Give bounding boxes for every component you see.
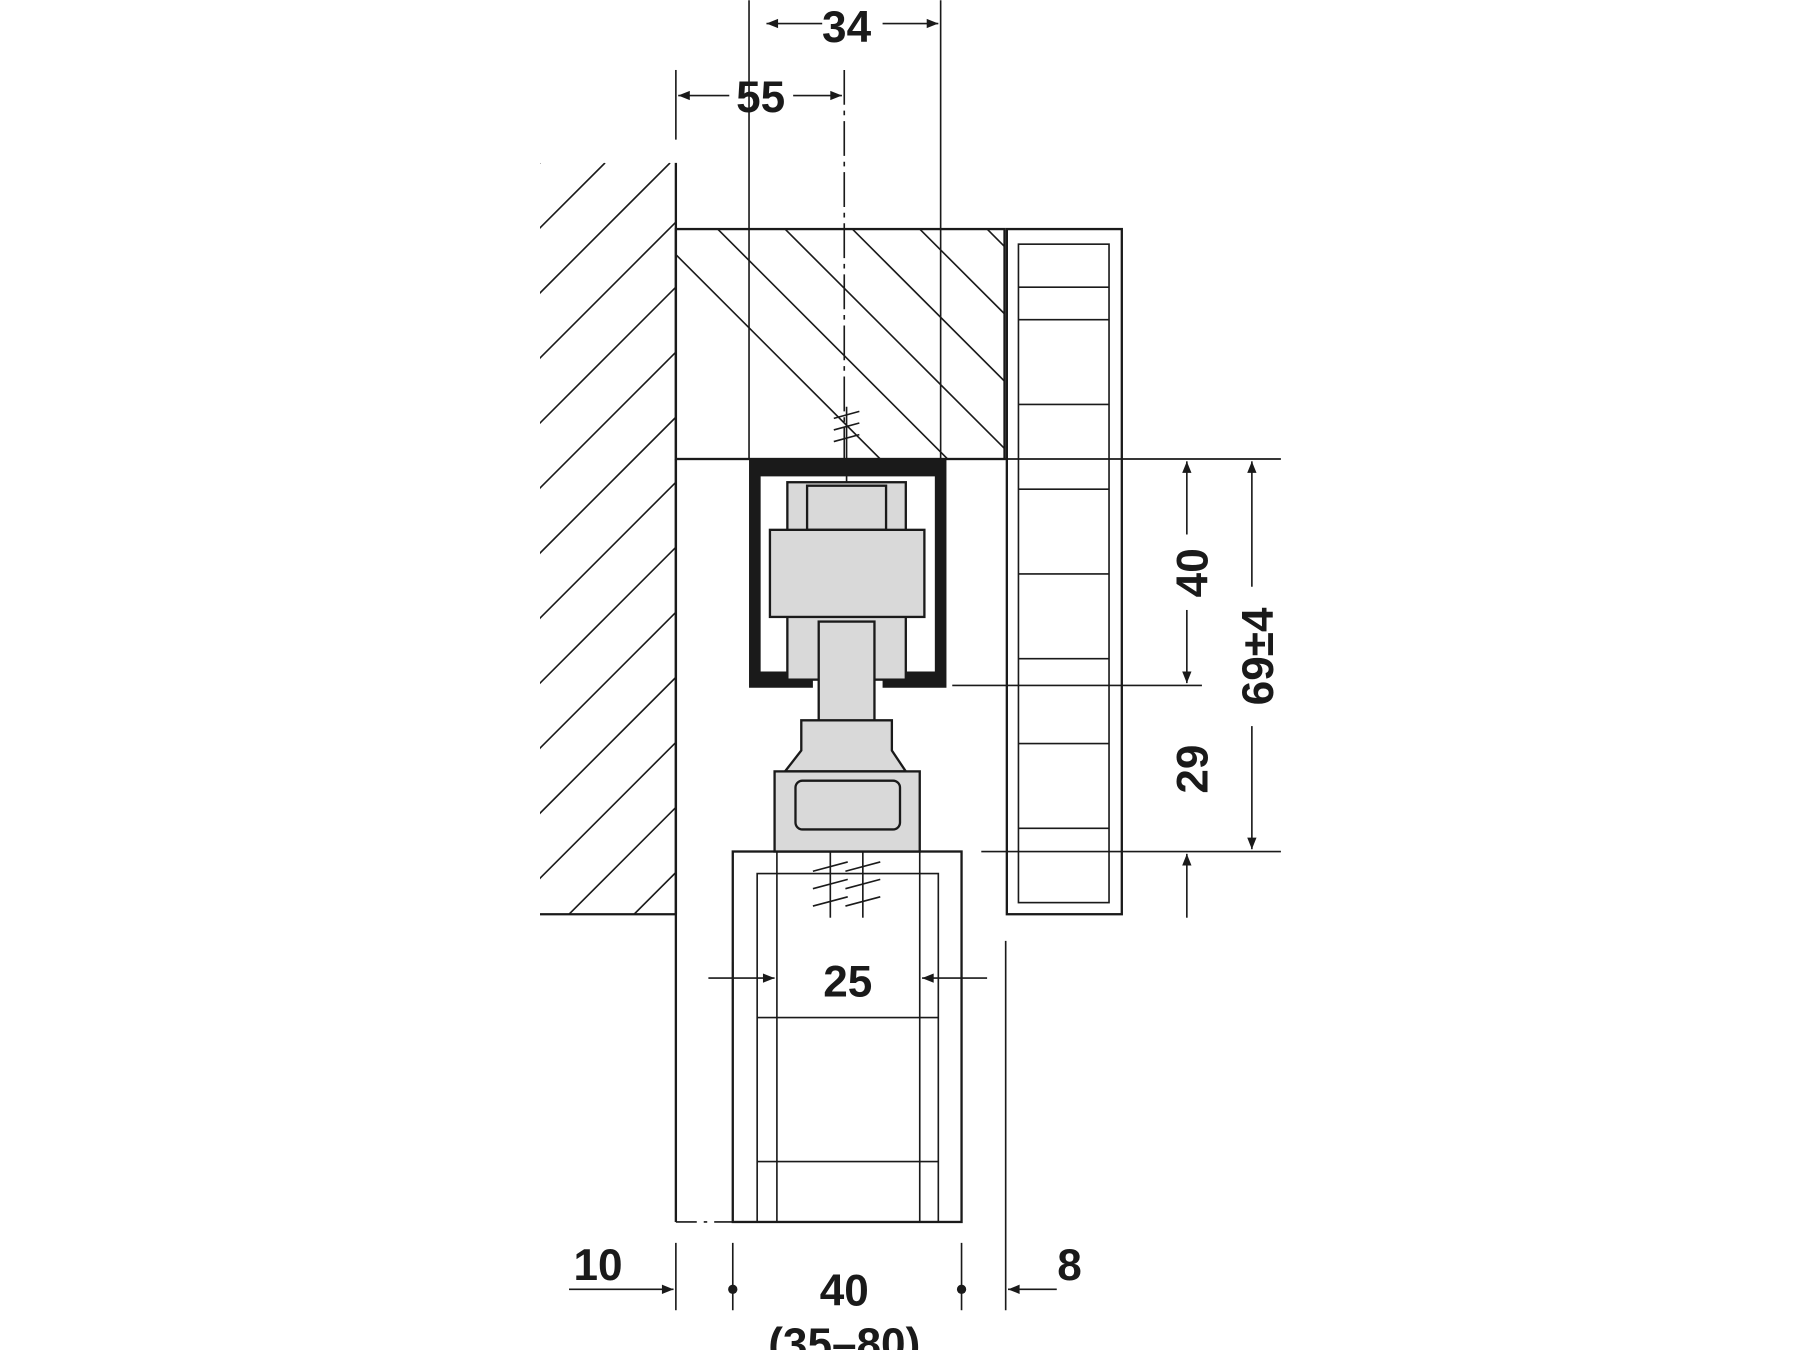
- hatch-line: [851, 229, 1005, 383]
- hatch-line: [1284, 163, 1800, 914]
- dimension-lines: [569, 0, 1281, 1311]
- dim-29: 29: [1169, 745, 1218, 794]
- hatch-line: [1349, 163, 1800, 914]
- roller-carriage: [768, 406, 926, 918]
- hatch-line: [540, 285, 676, 425]
- dim-door-40: 40: [820, 1267, 869, 1316]
- hatch-line: [1089, 163, 1800, 914]
- hatch-line: [540, 481, 676, 620]
- hatch-line: [540, 741, 676, 880]
- ceiling-section: [674, 227, 1489, 461]
- hatch-line: [1257, 229, 1489, 461]
- hatch-line: [784, 229, 1005, 450]
- dim-10: 10: [574, 1241, 623, 1290]
- side-panel: [1005, 227, 1123, 916]
- hatch-line: [1219, 163, 1800, 914]
- dim-69: 69±4: [1234, 607, 1283, 705]
- hatch-line: [540, 162, 606, 230]
- hatch-line: [1414, 163, 1800, 914]
- hatch-line: [540, 546, 676, 685]
- hatch-line: [919, 229, 1005, 315]
- hatch-line: [1024, 163, 1775, 914]
- dim-40-vertical: 40: [1169, 548, 1218, 597]
- hatch-line: [540, 676, 676, 815]
- hatch-line: [675, 253, 882, 460]
- hatch-line: [959, 163, 1710, 914]
- dim-door-range: (35–80): [768, 1320, 920, 1350]
- hatch-line: [633, 871, 676, 915]
- door-leaf: [674, 459, 963, 1224]
- dim-25: 25: [823, 958, 872, 1007]
- dim-34: 34: [822, 3, 872, 52]
- dim-8: 8: [1057, 1241, 1082, 1290]
- hatch-line: [1122, 229, 1354, 461]
- hatch-line: [986, 229, 1005, 248]
- dim-55: 55: [736, 73, 785, 122]
- hatch-line: [1054, 229, 1286, 461]
- hatch-line: [540, 416, 676, 555]
- hatch-line: [1189, 229, 1421, 461]
- hatch-line: [540, 162, 541, 165]
- hatch-line: [540, 162, 671, 295]
- hatch-line: [717, 229, 949, 460]
- hatch-line: [540, 220, 676, 360]
